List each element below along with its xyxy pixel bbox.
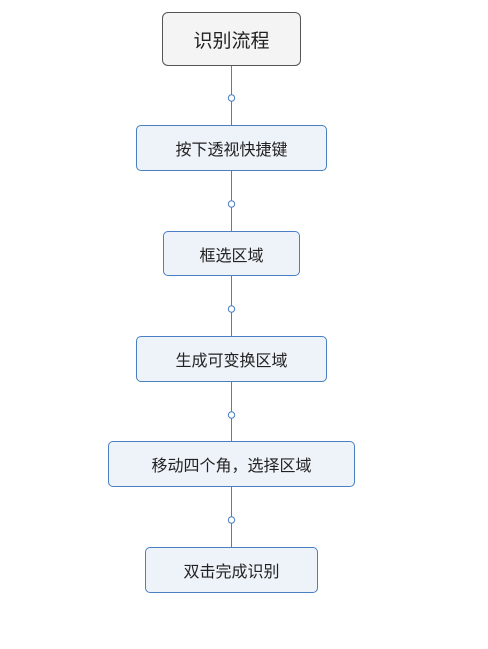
connector-dot [227, 305, 236, 313]
step-node-4[interactable]: 移动四个角，选择区域 [108, 441, 355, 487]
step-node-1[interactable]: 按下透视快捷键 [136, 125, 327, 171]
connector-dot [227, 200, 236, 208]
root-node-label: 识别流程 [193, 29, 270, 52]
step-label: 双击完成识别 [183, 562, 280, 581]
step-node-5[interactable]: 双击完成识别 [145, 547, 318, 593]
step-node-2[interactable]: 框选区域 [163, 231, 300, 276]
step-label: 移动四个角，选择区域 [151, 456, 312, 475]
connector-dot [227, 94, 236, 102]
step-label: 生成可变换区域 [175, 351, 288, 370]
connector-dot [227, 411, 236, 419]
step-label: 框选区域 [199, 245, 264, 265]
root-node[interactable]: 识别流程 [162, 12, 301, 66]
step-node-3[interactable]: 生成可变换区域 [136, 336, 327, 382]
step-label: 按下透视快捷键 [175, 140, 288, 159]
connector-dot [227, 516, 236, 524]
